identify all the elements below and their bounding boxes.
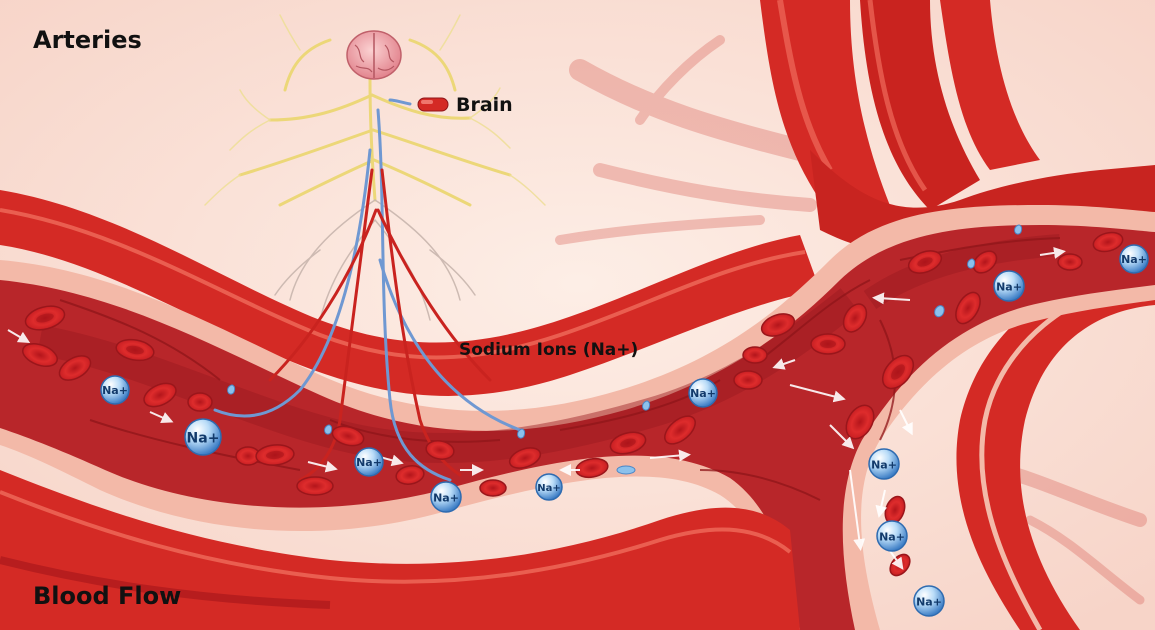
sodium-ion-sphere xyxy=(184,418,222,456)
sodium-ion-label: Na+ xyxy=(187,430,220,446)
sodium-ion-sphere xyxy=(354,447,384,477)
upper-left-artery xyxy=(0,190,820,396)
sodium-ion-sphere xyxy=(1119,244,1149,274)
sodium-ion-label: Na+ xyxy=(433,492,459,505)
sodium-ion-sphere xyxy=(993,270,1025,302)
sodium-ion-sphere xyxy=(100,375,130,405)
sodium-ion-sphere xyxy=(535,473,563,501)
red-blood-cells xyxy=(21,231,1124,577)
brain-label: Brain xyxy=(456,94,513,116)
sodium-ion-label: Na+ xyxy=(996,281,1022,294)
sodium-ions-label: Sodium Ions (Na+) xyxy=(459,340,639,360)
sodium-ion-label: Na+ xyxy=(871,459,897,472)
nerve-network xyxy=(204,14,546,482)
lower-left-artery xyxy=(0,470,800,630)
sodium-ion-label: Na+ xyxy=(356,456,382,469)
brain-capsule-icon xyxy=(417,97,449,112)
brain xyxy=(346,30,402,80)
arteries-label: Arteries xyxy=(33,26,142,54)
sodium-ion-sphere xyxy=(913,585,945,617)
sodium-ion-sphere xyxy=(876,520,908,552)
sodium-ion-label: Na+ xyxy=(690,387,716,400)
faded-vessel-branches xyxy=(555,35,1147,605)
sodium-ion-label: Na+ xyxy=(879,531,905,544)
sodium-ion-sphere xyxy=(430,481,462,513)
sodium-droplets xyxy=(227,224,1022,475)
sodium-ions: Na+ Na+ Na+ Na+ Na+ Na+ Na+ Na+ Na+ Na+ Na+ xyxy=(100,244,1149,617)
sodium-ion-sphere xyxy=(868,448,900,480)
sodium-ion-sphere xyxy=(688,378,718,408)
sodium-ion-label: Na+ xyxy=(916,596,942,609)
sodium-ion-label: Na+ xyxy=(1121,253,1147,266)
sodium-ion-label: Na+ xyxy=(102,384,128,397)
blood-flow-label: Blood Flow xyxy=(33,582,182,610)
sodium-ion-label: Na+ xyxy=(537,483,561,494)
